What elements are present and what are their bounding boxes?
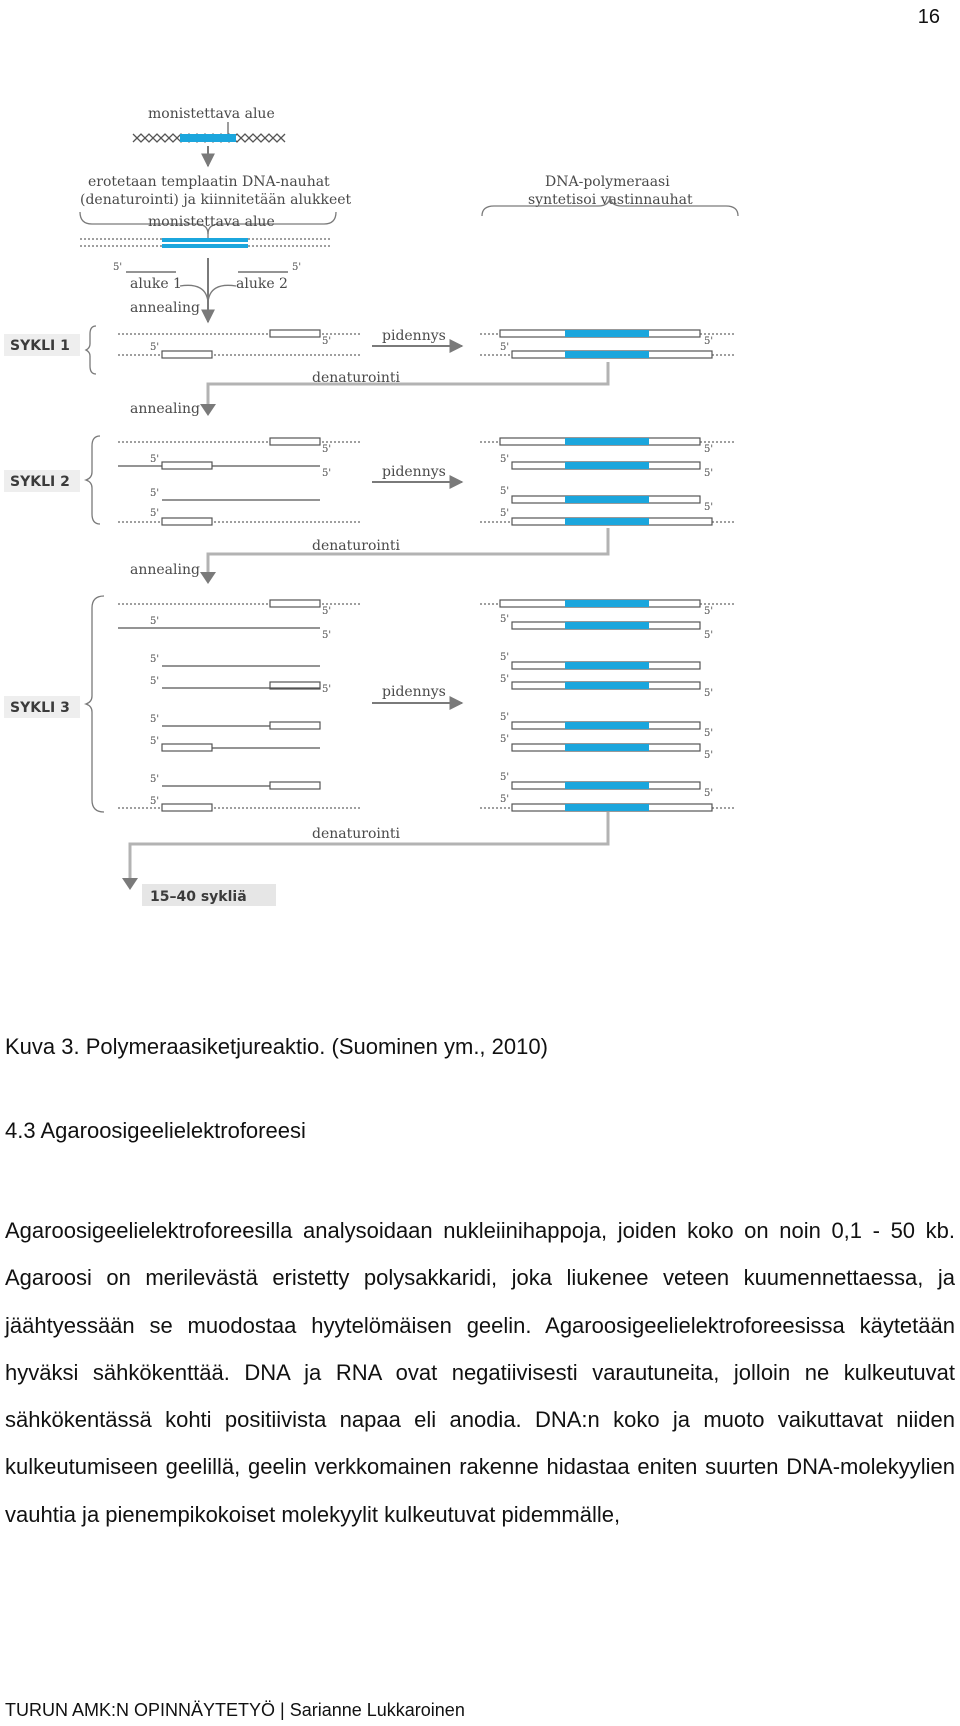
extension-label: pidennys <box>382 328 446 344</box>
svg-text:5': 5' <box>322 336 331 347</box>
svg-text:5': 5' <box>704 502 713 513</box>
step-separate-line1: erotetaan templaatin DNA-nauhat <box>88 174 330 190</box>
svg-text:5': 5' <box>150 774 159 785</box>
cycle-2-left-strands: 5' 5' 5' 5' 5' <box>118 437 360 526</box>
svg-text:5': 5' <box>150 508 159 519</box>
svg-text:5': 5' <box>704 750 713 761</box>
cycle-1-label: SYKLI 1 <box>10 338 70 354</box>
page-number: 16 <box>917 6 940 28</box>
primer-2-label: aluke 2 <box>236 276 288 292</box>
svg-text:5': 5' <box>704 688 713 699</box>
svg-text:5': 5' <box>500 508 509 519</box>
dna-double-helix <box>132 133 286 143</box>
svg-text:5': 5' <box>500 772 509 783</box>
cycle-3-right-strands: 5' 5' 5' 5' 5' 5' 5' 5' 5' 5' 5' 5' 5' <box>480 599 736 812</box>
denaturation-label: denaturointi <box>312 370 400 386</box>
svg-text:5': 5' <box>500 486 509 497</box>
svg-text:5': 5' <box>150 714 159 725</box>
five-prime-label: 5' <box>292 262 301 273</box>
cycle-2-right-strands: 5' 5' 5' 5' 5' 5' <box>480 437 736 526</box>
page-footer: TURUN AMK:N OPINNÄYTETYÖ | Sarianne Lukk… <box>5 1700 465 1720</box>
svg-text:5': 5' <box>500 794 509 805</box>
primer-1-label: aluke 1 <box>130 276 182 292</box>
cycle-1-left-strands: 5' 5' <box>118 329 360 359</box>
svg-text:5': 5' <box>704 468 713 479</box>
body-paragraph: Agaroosigeelielektroforeesilla analysoid… <box>5 1218 955 1527</box>
extension-label: pidennys <box>382 684 446 700</box>
svg-text:5': 5' <box>500 614 509 625</box>
svg-text:5': 5' <box>150 676 159 687</box>
svg-text:5': 5' <box>500 712 509 723</box>
svg-text:5': 5' <box>322 684 331 695</box>
svg-text:5': 5' <box>150 654 159 665</box>
svg-text:5': 5' <box>322 468 331 479</box>
cycles-total-label: 15–40 sykliä <box>150 889 247 905</box>
cycle-1-right-strands: 5' 5' <box>480 329 736 359</box>
svg-text:5': 5' <box>704 728 713 739</box>
polymerase-line1: DNA-polymeraasi <box>545 174 670 190</box>
section-heading: 4.3 Agaroosigeelielektroforeesi <box>5 1118 306 1143</box>
svg-text:5': 5' <box>322 606 331 617</box>
region-middle-label: monistettava alue <box>148 214 275 230</box>
cycle-3-label: SYKLI 3 <box>10 700 70 716</box>
svg-text:5': 5' <box>500 734 509 745</box>
cycle-2-label: SYKLI 2 <box>10 474 70 490</box>
figure-caption: Kuva 3. Polymeraasiketjureaktio. (Suomin… <box>5 1034 548 1059</box>
svg-text:5': 5' <box>150 796 159 807</box>
region-top-label: monistettava alue <box>148 106 275 122</box>
annealing-label: annealing <box>130 562 200 578</box>
svg-text:5': 5' <box>500 674 509 685</box>
svg-text:5': 5' <box>704 336 713 347</box>
denaturation-label: denaturointi <box>312 538 400 554</box>
annealing-label: annealing <box>130 300 200 316</box>
five-prime-label: 5' <box>113 262 122 273</box>
svg-text:5': 5' <box>150 736 159 747</box>
denaturation-label: denaturointi <box>312 826 400 842</box>
svg-text:5': 5' <box>500 342 509 353</box>
svg-text:5': 5' <box>150 616 159 627</box>
svg-text:5': 5' <box>704 606 713 617</box>
svg-text:5': 5' <box>500 652 509 663</box>
pcr-figure: monistettava alue erotetaan templaatin D… <box>4 106 739 906</box>
annealing-label: annealing <box>130 401 200 417</box>
svg-text:5': 5' <box>150 342 159 353</box>
step-separate-line2: (denaturointi) ja kiinnitetään alukkeet <box>80 192 352 208</box>
svg-text:5': 5' <box>704 788 713 799</box>
svg-text:5': 5' <box>500 454 509 465</box>
cycle-3-left-strands: 5' 5' 5' 5' 5' 5' 5' 5' 5' 5' <box>118 599 360 812</box>
svg-text:5': 5' <box>150 454 159 465</box>
svg-text:5': 5' <box>322 630 331 641</box>
extension-label: pidennys <box>382 464 446 480</box>
svg-text:5': 5' <box>704 444 713 455</box>
svg-text:5': 5' <box>704 630 713 641</box>
svg-text:5': 5' <box>322 444 331 455</box>
svg-text:5': 5' <box>150 488 159 499</box>
